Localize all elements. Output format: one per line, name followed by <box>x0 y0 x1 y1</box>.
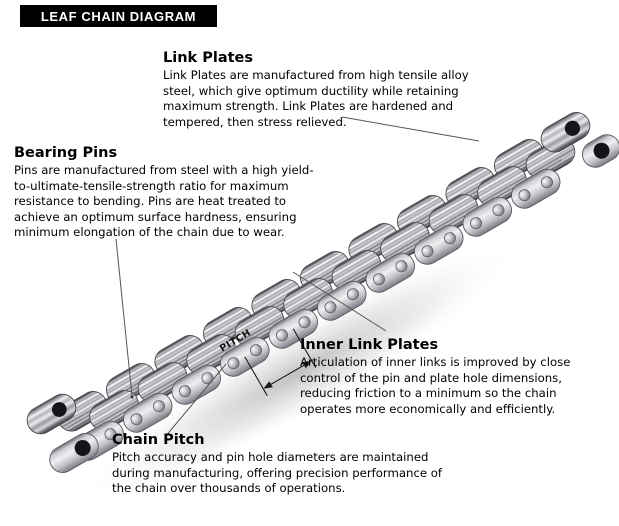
leader-endpoint-markers <box>130 395 134 399</box>
callout-chain-pitch-title: Chain Pitch <box>112 432 205 448</box>
callout-link-plates-title: Link Plates <box>163 50 254 66</box>
callout-bearing-pins-body: Pins are manufactured from steel with a … <box>14 163 314 240</box>
callout-chain-pitch-body: Pitch accuracy and pin hole diameters ar… <box>112 450 443 496</box>
leader-line-inner-link-plates <box>292 271 387 332</box>
callout-link-plates: Link Plates Link Plates are manufactured… <box>163 50 473 130</box>
leader-line-chain-pitch <box>164 363 227 438</box>
callout-inner-link-plates: Inner Link Plates Articulation of inner … <box>300 337 608 417</box>
callout-bearing-pins: Bearing Pins Pins are manufactured from … <box>14 145 319 241</box>
chain-end-link-upper-right <box>540 112 619 168</box>
callout-link-plates-body: Link Plates are manufactured from high t… <box>163 68 469 129</box>
page-title: LEAF CHAIN DIAGRAM <box>40 8 197 24</box>
diagram-title-banner: LEAF CHAIN DIAGRAM <box>20 5 217 27</box>
callout-bearing-pins-title: Bearing Pins <box>14 145 118 161</box>
pitch-dimension-label: PITCH <box>218 327 254 355</box>
callout-chain-pitch: Chain Pitch Pitch accuracy and pin hole … <box>112 432 452 497</box>
callout-inner-link-plates-body: Articulation of inner links is improved … <box>300 355 571 416</box>
leader-line-bearing-pins <box>115 238 133 397</box>
chain-end-link-lower-left <box>26 393 99 473</box>
callout-inner-link-plates-title: Inner Link Plates <box>300 337 439 353</box>
